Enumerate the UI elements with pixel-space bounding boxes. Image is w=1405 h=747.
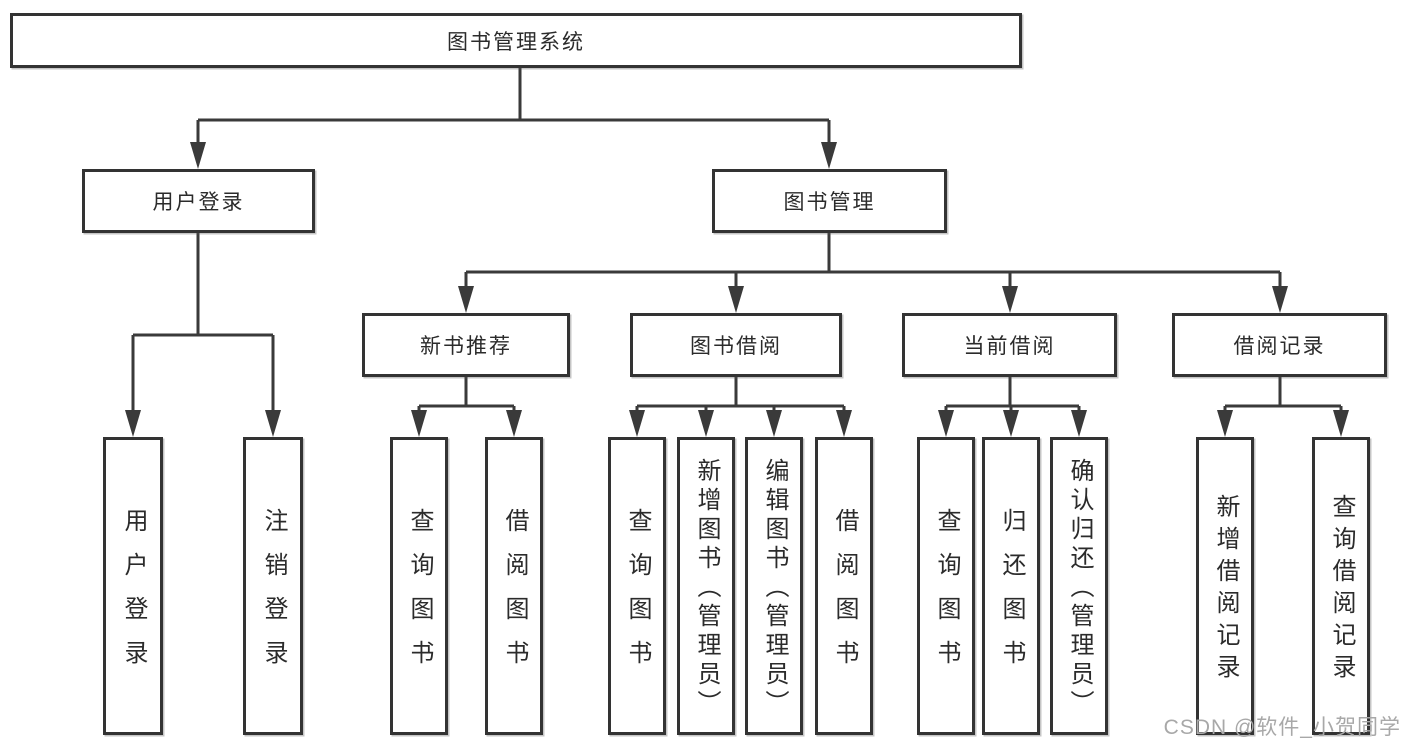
leaf-return-books: 归还图书 <box>982 437 1040 735</box>
node-label: 图书管理 <box>783 191 876 214</box>
leaf-query-books-current: 查询图书 <box>917 437 975 735</box>
leaf-label: 查询图书 <box>933 508 960 684</box>
node-label: 图书管理系统 <box>447 30 585 54</box>
leaf-label: 查询图书 <box>624 508 651 684</box>
leaf-label: 借阅图书 <box>501 508 528 684</box>
leaf-query-borrow-record: 查询借阅记录 <box>1312 437 1370 735</box>
watermark: CSDN @软件_小贺同学 <box>1163 716 1401 739</box>
leaf-add-books-admin: 新增图书（管理员） <box>677 437 735 735</box>
leaf-query-books-recommend: 查询图书 <box>390 437 448 735</box>
leaf-label: 编辑图书（管理员） <box>761 458 788 719</box>
leaf-label: 用户登录 <box>120 508 147 684</box>
leaf-label: 注销登录 <box>260 508 287 684</box>
leaf-label: 新增借阅记录 <box>1212 494 1239 686</box>
leaf-label: 归还图书 <box>998 508 1025 684</box>
leaf-add-borrow-record: 新增借阅记录 <box>1196 437 1254 735</box>
node-book-management: 图书管理 <box>712 169 947 233</box>
leaf-label: 查询图书 <box>406 508 433 684</box>
node-label: 用户登录 <box>152 191 245 214</box>
node-label: 借阅记录 <box>1233 335 1326 358</box>
node-borrow-records: 借阅记录 <box>1172 313 1387 377</box>
leaf-borrow-books-recommend: 借阅图书 <box>485 437 543 735</box>
node-book-borrow: 图书借阅 <box>630 313 842 377</box>
leaf-label: 借阅图书 <box>831 508 858 684</box>
leaf-borrow-books: 借阅图书 <box>815 437 873 735</box>
leaf-edit-books-admin: 编辑图书（管理员） <box>745 437 803 735</box>
leaf-user-login: 用户登录 <box>103 437 163 735</box>
leaf-confirm-return-admin: 确认归还（管理员） <box>1050 437 1108 735</box>
leaf-label: 新增图书（管理员） <box>693 458 720 719</box>
leaf-logout-login: 注销登录 <box>243 437 303 735</box>
node-label: 新书推荐 <box>420 335 512 358</box>
leaf-query-books-borrow: 查询图书 <box>608 437 666 735</box>
leaf-label: 查询借阅记录 <box>1328 494 1355 686</box>
node-new-book-recommend: 新书推荐 <box>362 313 570 377</box>
node-library-management-system: 图书管理系统 <box>10 13 1022 68</box>
node-label: 图书借阅 <box>690 335 782 358</box>
leaf-label: 确认归还（管理员） <box>1066 458 1093 719</box>
node-current-borrow: 当前借阅 <box>902 313 1117 377</box>
node-user-login: 用户登录 <box>82 169 315 233</box>
arrowheads <box>125 142 1349 437</box>
node-label: 当前借阅 <box>963 335 1056 358</box>
